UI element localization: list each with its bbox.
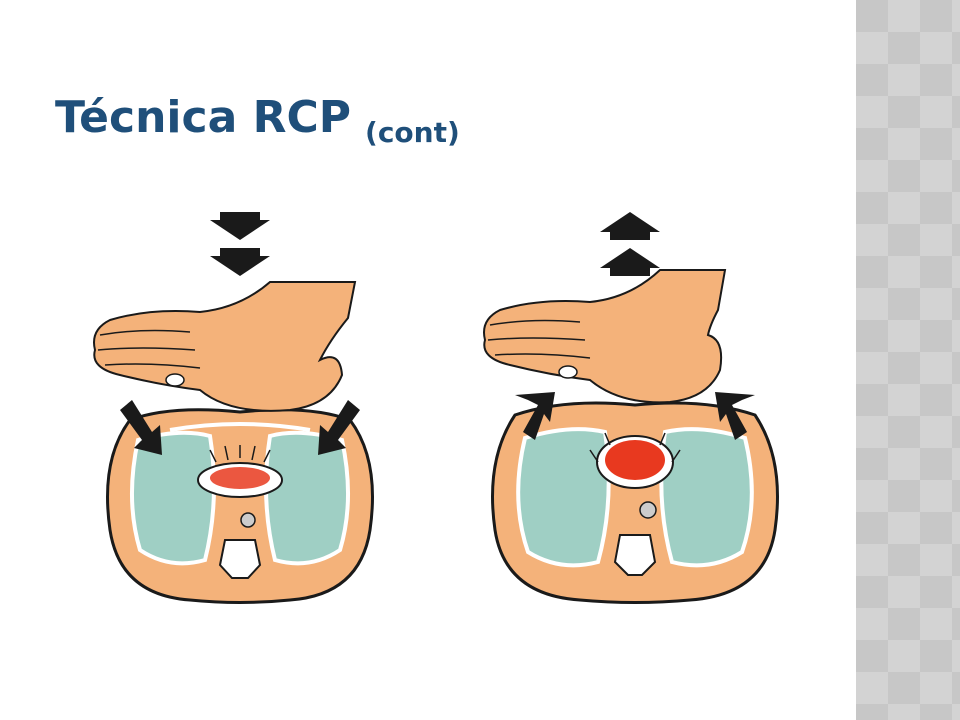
outward-arrows-icon: [515, 392, 755, 440]
title-suffix: (cont): [365, 116, 460, 149]
decompression-illustration: [483, 212, 779, 604]
chest-cross-section: [491, 401, 779, 604]
inward-arrows-icon: [120, 400, 360, 455]
slide-title: Técnica RCP (cont): [55, 92, 460, 149]
hands-icon: [93, 281, 357, 412]
decorative-pattern-band: [856, 0, 960, 720]
up-arrows-icon: [600, 212, 660, 276]
down-arrows-icon: [210, 212, 270, 276]
hands-icon: [483, 269, 727, 404]
title-text: Técnica RCP: [55, 92, 352, 143]
chest-cross-section: [106, 408, 374, 604]
compression-illustration: [93, 212, 374, 604]
